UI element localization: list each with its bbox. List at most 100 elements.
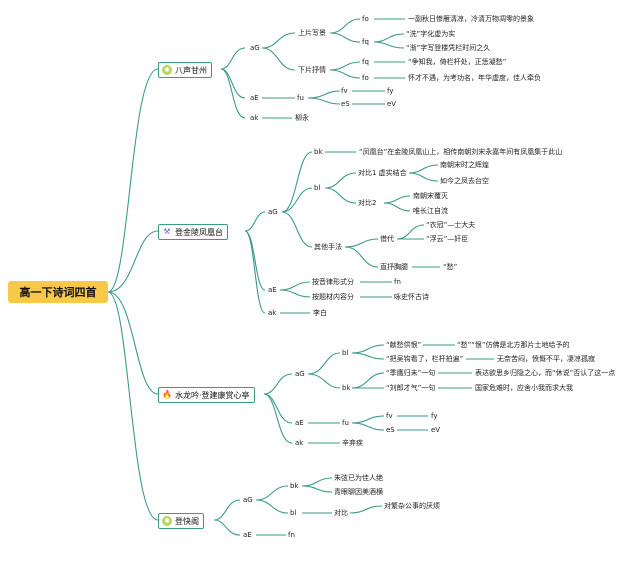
branch-title: 八声甘州 <box>175 65 207 75</box>
node-label: 直抒胸臆 <box>380 263 408 271</box>
node-label: fu <box>297 94 304 102</box>
node-label: ak <box>268 309 277 317</box>
connector <box>329 61 361 71</box>
node-label: eS <box>386 426 395 434</box>
node-text: “洗”字化虚为实 <box>406 30 456 38</box>
connector <box>107 291 159 521</box>
hammer-icon: ⚒ <box>163 227 171 236</box>
node-text: “愁”“恨”仿佛是北方那片土地给予的 <box>457 341 570 349</box>
connector <box>408 164 439 174</box>
node-label: fq <box>362 58 369 66</box>
node-label: bl <box>290 509 297 517</box>
node-text: “衣冠”—士大夫 <box>426 221 476 229</box>
node-label: bk <box>314 148 323 156</box>
node-label: fv <box>341 87 348 95</box>
connector <box>383 195 411 204</box>
connector <box>307 373 341 389</box>
node-label: aE <box>295 419 304 427</box>
connector <box>349 505 383 514</box>
node-label: eV <box>431 426 441 434</box>
connector <box>220 47 246 70</box>
node-text: fn <box>394 278 401 286</box>
connector <box>213 519 241 536</box>
branch-deng-kuaige[interactable]: ✺ 登快阁 <box>158 513 204 529</box>
node-text: “凤凰台”在金陵凤凰山上，相传南朝刘宋永嘉年间有凤凰集于此山 <box>359 148 563 156</box>
root-node-title[interactable]: 高一下诗词四首 <box>8 281 108 303</box>
node-label: fq <box>362 38 369 46</box>
connector <box>244 211 266 232</box>
node-text: 无奈苦闷，愤慨不平，凄凉孤寂 <box>497 355 595 363</box>
connector <box>329 32 361 43</box>
connector <box>261 47 296 71</box>
node-text: “浮云”—奸臣 <box>426 235 469 243</box>
node-label: 下片抒情 <box>298 66 326 74</box>
node-label: 按题材内容分 <box>312 293 354 301</box>
connector <box>307 97 341 105</box>
connector <box>107 230 159 293</box>
connector <box>263 393 293 444</box>
node-label: fy <box>387 87 394 95</box>
sun-icon: ✺ <box>162 65 172 75</box>
connector <box>263 373 293 395</box>
node-author: 辛弃疾 <box>342 439 363 447</box>
node-text: 咏史怀古诗 <box>394 293 429 301</box>
connector <box>351 422 385 431</box>
branch-shuilongyin[interactable]: 🔥 水龙吟·登建康赏心亭 <box>158 387 255 403</box>
branch-title: 水龙吟·登建康赏心亭 <box>175 390 250 400</box>
node-label: “季鹰归未”一句 <box>386 369 436 377</box>
node-label: fu <box>342 419 349 427</box>
node-text: 如今之凤去台空 <box>440 177 489 185</box>
branch-basheng-ganzhou[interactable]: ✺ 八声甘州 <box>158 62 212 78</box>
node-text: 一副秋日惨雁清凉，冷清万物凋零的景象 <box>408 15 534 23</box>
connector <box>220 68 246 99</box>
node-label: fn <box>288 531 295 539</box>
connector <box>307 352 341 375</box>
connector <box>281 211 313 248</box>
branch-deng-jinling[interactable]: ⚒ 登金陵凤凰台 <box>158 224 228 240</box>
node-text: 青眼聊因美酒横 <box>334 488 383 496</box>
connector <box>263 393 293 424</box>
connector <box>107 291 159 395</box>
node-label: 其他手法 <box>314 243 342 251</box>
node-author: 柳永 <box>295 114 309 122</box>
connector <box>329 69 361 79</box>
node-text: 朱弦已为佳人绝 <box>334 474 383 482</box>
node-text: 对繁杂公事的厌烦 <box>384 502 440 510</box>
node-label: 对比2 <box>358 199 377 207</box>
connector <box>213 499 241 521</box>
node-label: 对比 <box>334 509 348 517</box>
connector <box>255 499 289 514</box>
connector <box>261 32 296 49</box>
branch-title: 登金陵凤凰台 <box>175 227 223 237</box>
connector <box>344 238 379 248</box>
connector <box>324 172 357 189</box>
node-label: eV <box>387 100 397 108</box>
node-text: 国家危难时，应舍小我而求大我 <box>475 384 573 392</box>
node-label: bl <box>342 349 349 357</box>
node-label: aE <box>243 531 252 539</box>
connector <box>244 230 266 291</box>
node-label: bk <box>290 482 299 490</box>
connector <box>373 41 405 49</box>
node-text: 唯长江自流 <box>413 207 448 215</box>
fire-icon: 🔥 <box>162 390 172 399</box>
node-label: fv <box>386 412 393 420</box>
node-label: “把吴钩看了，栏杆拍遍” <box>386 355 464 363</box>
connector <box>301 477 333 487</box>
node-label: fo <box>362 74 369 82</box>
branch-title: 登快阁 <box>175 516 199 526</box>
connector <box>281 151 313 213</box>
node-text: “渐”字写登楼凭栏时间之久 <box>406 44 491 52</box>
connector <box>107 68 159 293</box>
connector <box>351 344 385 354</box>
connector <box>255 485 289 501</box>
node-label: 按音律形式分 <box>312 278 354 286</box>
connector <box>301 485 333 493</box>
node-text: “争知我，倚栏杆处，正恁凝愁” <box>408 58 507 66</box>
node-text: 南朝宋覆灭 <box>413 192 448 200</box>
node-label: aE <box>268 286 277 294</box>
connector <box>351 372 385 389</box>
node-label: 上片写景 <box>298 29 326 37</box>
